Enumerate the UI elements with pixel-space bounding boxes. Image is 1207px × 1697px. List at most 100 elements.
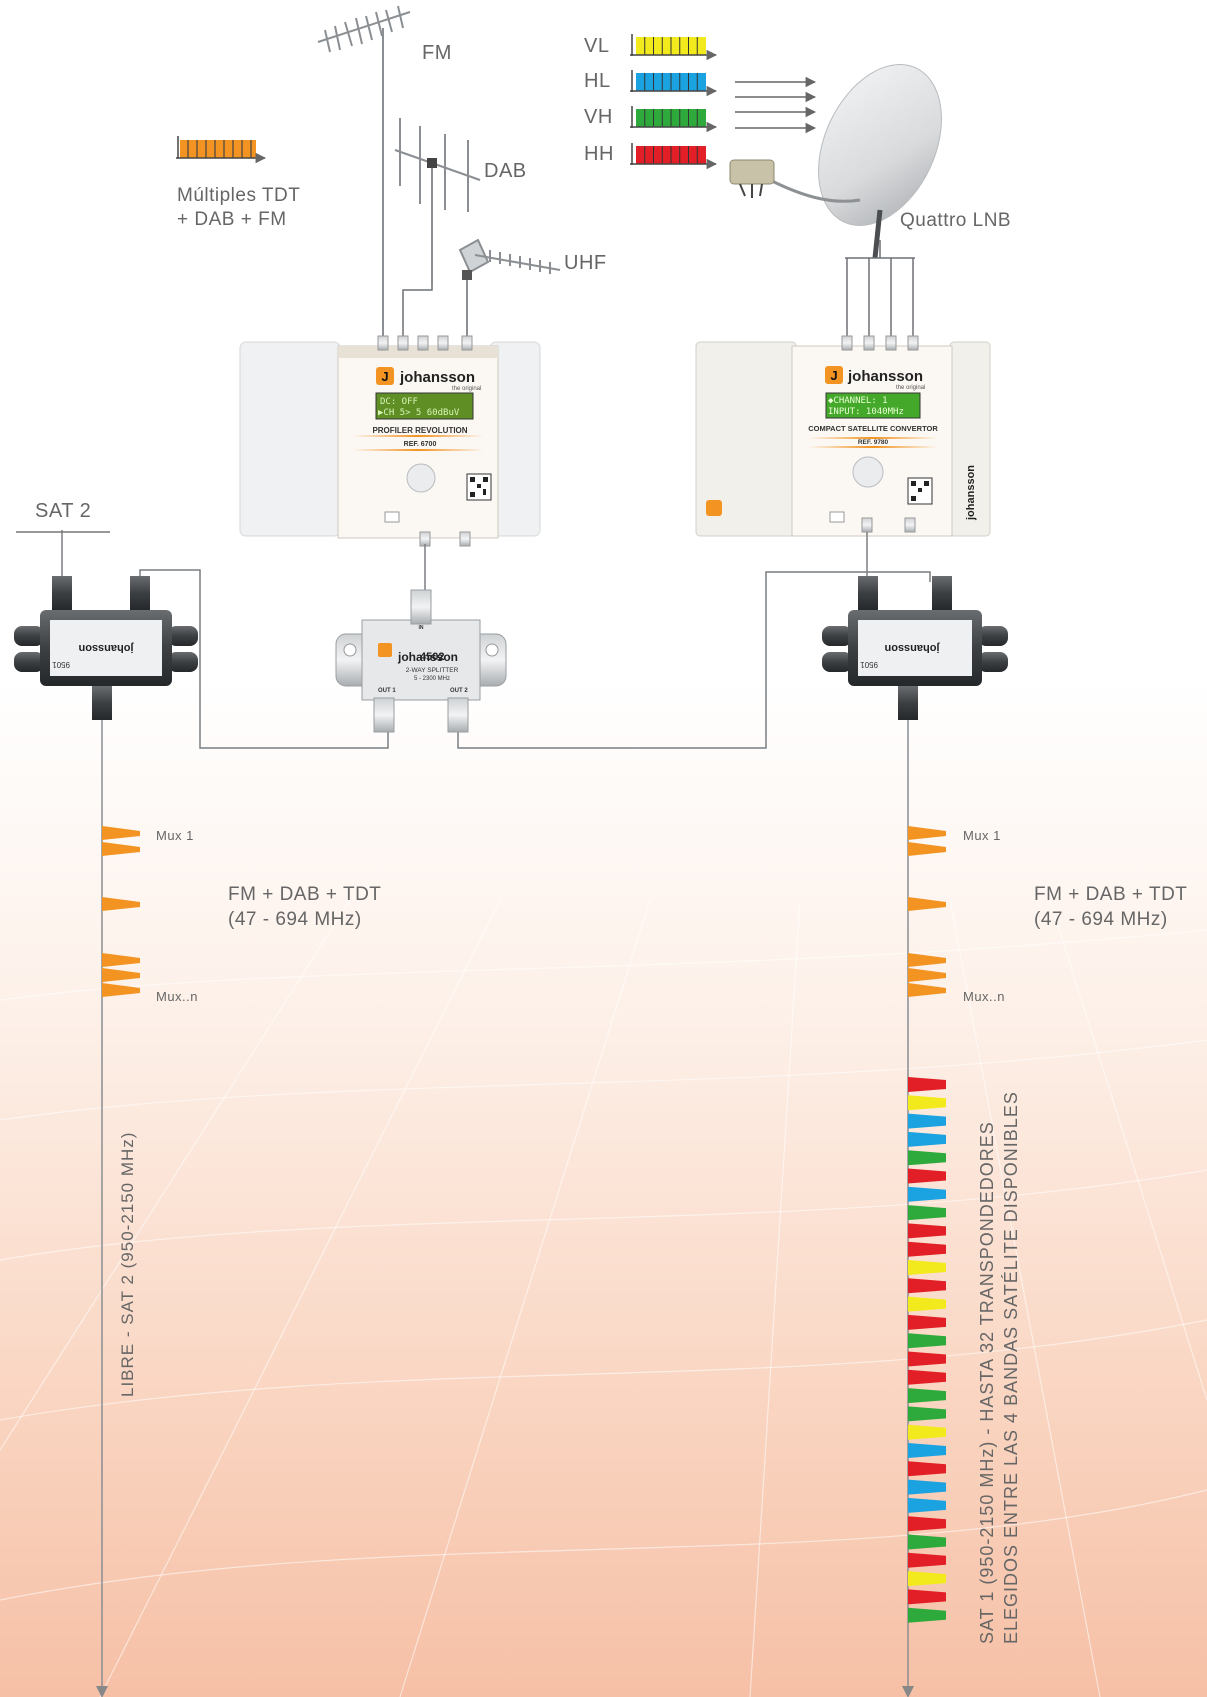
dab-antenna-icon [394, 118, 481, 284]
converter-lcd-line1: ◆CHANNEL: 1 [828, 396, 888, 406]
lnb-cables [845, 240, 915, 338]
left-combiner-brand: johansson [78, 642, 134, 654]
converter-ref: REF. 9780 [858, 439, 889, 446]
right-band-line2: (47 - 694 MHz) [1034, 909, 1168, 930]
band-bar-hh [630, 143, 718, 170]
transponder-green [908, 1406, 946, 1422]
mux-pulse [908, 897, 946, 911]
mux-pulse [102, 842, 140, 856]
converter-name: COMPACT SATELLITE CONVERTOR [808, 424, 938, 433]
transponder-yellow [908, 1260, 946, 1275]
antenna-cables [402, 284, 433, 338]
transponder-green [908, 1205, 946, 1221]
tdt-legend-line1: Múltiples TDT [177, 185, 301, 206]
mux-pulse [102, 826, 140, 840]
right-muxn-label: Mux..n [963, 989, 1006, 1004]
signal-arrows [735, 76, 817, 134]
transponder-green [908, 1150, 946, 1166]
splitter-in: IN [419, 625, 424, 631]
mux-pulse [908, 842, 946, 856]
transponder-red [908, 1077, 946, 1092]
transponder-blue [908, 1131, 946, 1147]
transponder-red [908, 1168, 946, 1184]
transponder-yellow [908, 1296, 946, 1312]
left-muxn-label: Mux..n [156, 989, 199, 1004]
converter-side-brand: johansson [965, 465, 977, 521]
profiler-lcd-line2: ▶CH 5> 5 60dBuV [378, 408, 460, 418]
band-label-vh: VH [584, 106, 613, 128]
sat2-label: SAT 2 [35, 500, 92, 522]
splitter-model: 4502 [420, 651, 444, 663]
band-bar-vl [630, 34, 718, 61]
splitter-out1: OUT 1 [378, 688, 396, 694]
transponder-red [908, 1589, 946, 1605]
transponder-red [908, 1552, 946, 1568]
satellite-dish-icon [729, 64, 942, 259]
transponder-blue [908, 1479, 946, 1495]
profiler-tagline: the original [452, 386, 481, 392]
profiler-name: PROFILER REVOLUTION [372, 426, 467, 435]
band-bar-vh [630, 106, 718, 133]
band-label-hh: HH [584, 143, 614, 165]
transponder-green [908, 1534, 946, 1550]
mux-pulse [102, 897, 140, 911]
transponder-red [908, 1223, 946, 1239]
mux-pulse [102, 983, 140, 997]
center-splitter-device [335, 589, 507, 733]
transponder-green [908, 1607, 946, 1623]
background-grid [0, 899, 1207, 1697]
mux-pulse [908, 826, 946, 840]
dab-label: DAB [484, 160, 527, 182]
left-mux1-label: Mux 1 [156, 828, 194, 843]
splitter-range: 5 - 2300 MHz [414, 676, 450, 682]
uhf-antenna-icon [458, 238, 561, 338]
left-combiner-device: johansson 9501 [14, 576, 198, 720]
band-bar-hl [630, 70, 718, 97]
splitter-desc: 2-WAY SPLITTER [406, 667, 459, 674]
left-band-line1: FM + DAB + TDT [228, 884, 382, 905]
mux-pulse [102, 968, 140, 982]
band-label-hl: HL [584, 70, 611, 92]
transponder-red [908, 1516, 946, 1532]
left-mux-spectrum [102, 826, 140, 997]
profiler-brand: johansson [399, 369, 475, 386]
splitter-brand: johansson [397, 650, 458, 664]
coax-cables [61, 530, 931, 749]
mux-pulse [102, 953, 140, 967]
right-combiner-model: 9501 [860, 660, 878, 669]
transponder-yellow [908, 1095, 946, 1111]
fm-label: FM [422, 42, 452, 64]
transponder-red [908, 1278, 946, 1294]
tdt-multiplex-icon [176, 136, 267, 164]
transponder-green [908, 1388, 946, 1404]
fm-antenna-icon [317, 5, 411, 338]
mux-pulse [908, 983, 946, 997]
profiler-ref: REF. 6700 [404, 441, 437, 448]
tdt-legend-line2: + DAB + FM [177, 209, 287, 230]
transponder-blue [908, 1443, 946, 1458]
right-band-line1: FM + DAB + TDT [1034, 884, 1188, 905]
right-combiner-brand: johansson [884, 642, 940, 654]
transponder-blue [908, 1186, 946, 1202]
transponder-green [908, 1333, 946, 1349]
svg-text:J: J [381, 369, 388, 384]
right-sat-transponders [908, 1077, 946, 1623]
transponder-yellow [908, 1571, 946, 1587]
right-mux1-label: Mux 1 [963, 828, 1001, 843]
transponder-red [908, 1241, 946, 1257]
left-vertical-label: LIBRE - SAT 2 (950-2150 MHz) [118, 1131, 137, 1397]
uhf-label: UHF [564, 252, 607, 274]
transponder-red [908, 1314, 946, 1330]
left-band-line2: (47 - 694 MHz) [228, 909, 362, 930]
splitter-out2: OUT 2 [450, 688, 468, 694]
right-mux-spectrum [908, 826, 946, 997]
transponder-yellow [908, 1424, 946, 1440]
right-combiner-device: johansson 9501 [822, 576, 1008, 720]
satellite-band-legend [630, 34, 718, 170]
quattro-lnb-label: Quattro LNB [900, 210, 1012, 231]
profiler-lcd-line1: DC: OFF [380, 397, 418, 407]
left-combiner-model: 9501 [52, 660, 70, 669]
mux-pulse [908, 953, 946, 967]
transponder-blue [908, 1113, 946, 1129]
